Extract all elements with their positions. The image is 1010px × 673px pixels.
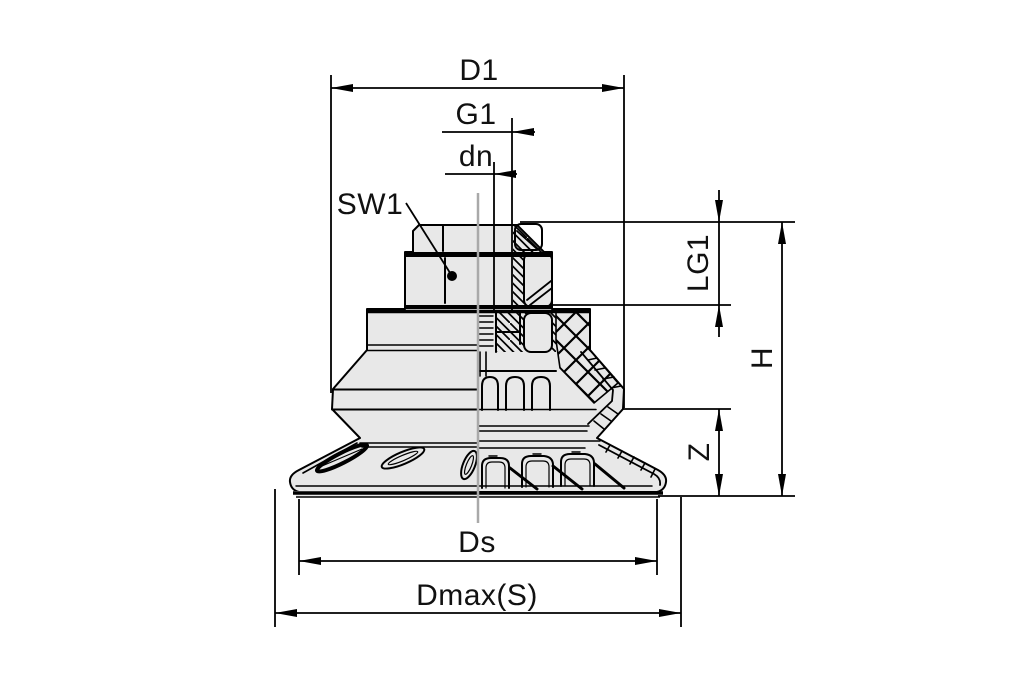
- nut-facet-top: [514, 223, 543, 251]
- flange-edges-left: [366, 344, 479, 352]
- thread-ticks: [478, 315, 494, 347]
- left-silhouette: [288, 224, 479, 493]
- dim-label-sw1: SW1: [336, 188, 404, 221]
- wall-ticks: [587, 357, 656, 478]
- dim-label-ds: Ds: [458, 526, 496, 559]
- inner-bellows-profile: [477, 370, 557, 411]
- rib-cut-diagonals: [508, 462, 626, 491]
- dim-label-d1: D1: [459, 54, 499, 87]
- dim-h: [778, 222, 786, 496]
- dim-dmax: [274, 489, 682, 627]
- dim-label-dn: dn: [458, 140, 494, 173]
- dimension-annotations: [274, 75, 795, 627]
- suction-cup-right-half-section: [477, 223, 668, 493]
- dim-g1: [442, 118, 535, 310]
- dim-lg1: [520, 190, 795, 337]
- leader-sw1: [405, 202, 457, 281]
- skirt-rib-1: [314, 442, 370, 474]
- dim-dn: [445, 162, 517, 310]
- skirt-rib-3: [460, 449, 478, 481]
- insert-steps: [495, 311, 521, 353]
- ridge-edges-left: [331, 388, 479, 411]
- dim-d1: [330, 75, 625, 408]
- section-rib-arches: [481, 451, 595, 489]
- insert-hook: [523, 312, 553, 353]
- dim-label-z: Z: [683, 442, 716, 462]
- contour-lines-right: [477, 408, 653, 487]
- dim-label-dmax: Dmax(S): [416, 579, 538, 612]
- nut-chamfer-lines: [516, 230, 553, 306]
- dim-ds: [298, 499, 658, 575]
- dim-z: [622, 408, 795, 497]
- dim-label-h: H: [746, 346, 779, 370]
- wall-inner-edges: [580, 351, 662, 486]
- dim-label-g1: G1: [455, 98, 497, 131]
- dim-label-lg1: LG1: [682, 233, 715, 293]
- skirt-rib-2: [380, 446, 426, 470]
- elastomer-hatch: [555, 311, 619, 404]
